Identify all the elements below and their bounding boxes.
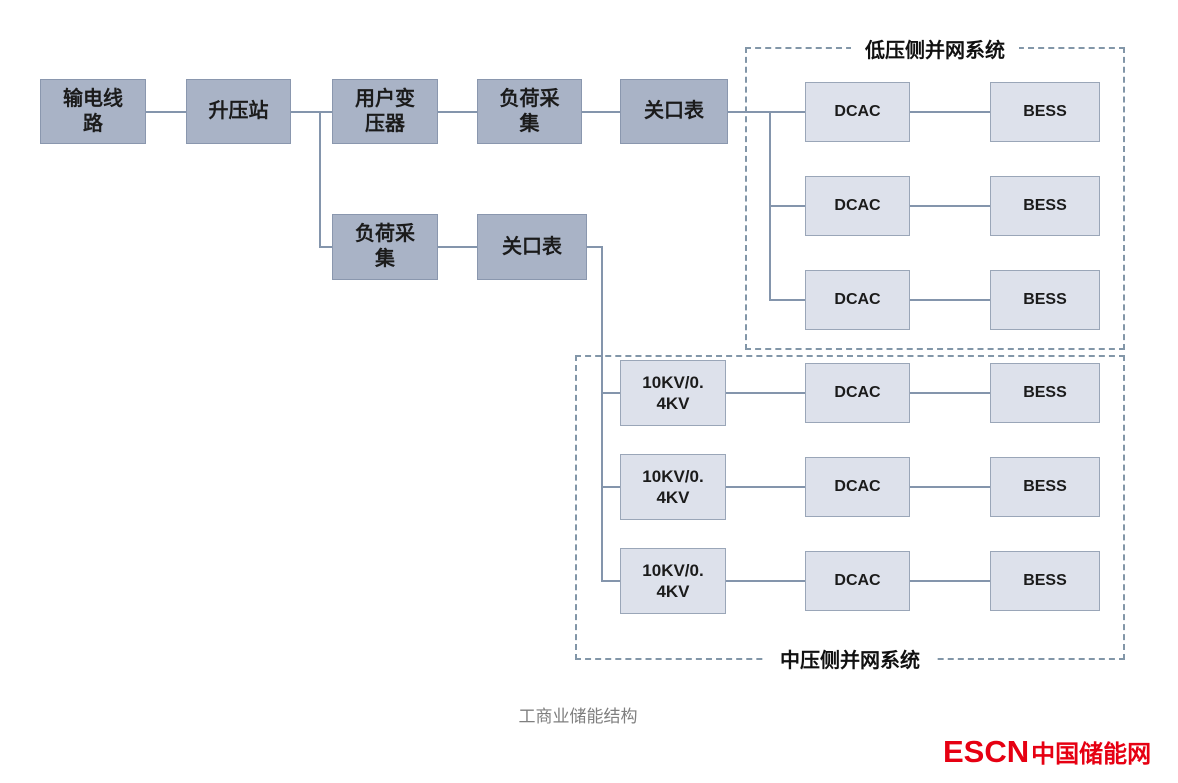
connector-line (726, 392, 805, 394)
node-mv-dcac-3: DCAC (805, 551, 910, 611)
node-mv-bess-2: BESS (990, 457, 1100, 517)
connector-line (582, 111, 620, 113)
connector-line (726, 580, 805, 582)
connector-line (601, 392, 620, 394)
connector-line (601, 580, 620, 582)
node-load-collection-2: 负荷采 集 (332, 214, 438, 280)
node-load-collection-1: 负荷采 集 (477, 79, 582, 144)
escn-logo: ESCN (943, 734, 1030, 769)
connector-line (910, 486, 990, 488)
diagram-caption: 工商业储能结构 (518, 707, 638, 726)
node-mv-transformer-1: 10KV/0. 4KV (620, 360, 726, 426)
node-mv-bess-1: BESS (990, 363, 1100, 423)
connector-line (910, 392, 990, 394)
connector-line (601, 486, 620, 488)
connector-line (601, 246, 603, 582)
connector-line (910, 111, 990, 113)
node-user-transformer: 用户变 压器 (332, 79, 438, 144)
connector-line (438, 111, 477, 113)
node-lv-bess-1: BESS (990, 82, 1100, 142)
mv-system-title: 中压侧并网系统 (766, 644, 934, 673)
node-gateway-meter-1: 关口表 (620, 79, 728, 144)
node-mv-dcac-2: DCAC (805, 457, 910, 517)
site-name-text: 中国储能网 (1031, 741, 1152, 768)
connector-line (146, 111, 186, 113)
connector-line (769, 299, 805, 301)
node-lv-dcac-2: DCAC (805, 176, 910, 236)
connector-line (587, 246, 603, 248)
node-mv-transformer-3: 10KV/0. 4KV (620, 548, 726, 614)
node-gateway-meter-2: 关口表 (477, 214, 587, 280)
node-mv-dcac-1: DCAC (805, 363, 910, 423)
connector-line (726, 486, 805, 488)
node-lv-bess-3: BESS (990, 270, 1100, 330)
connector-line (910, 299, 990, 301)
lv-system-title: 低压侧并网系统 (851, 34, 1019, 63)
lv-system-group: 低压侧并网系统 (745, 34, 1125, 350)
mv-system-group: 中压侧并网系统 (575, 355, 1125, 673)
connector-line (319, 246, 332, 248)
node-transmission-line: 输电线 路 (40, 79, 146, 144)
connector-line (728, 111, 805, 113)
node-stepup-station: 升压站 (186, 79, 291, 144)
node-mv-transformer-2: 10KV/0. 4KV (620, 454, 726, 520)
node-lv-dcac-3: DCAC (805, 270, 910, 330)
connector-line (769, 205, 805, 207)
node-lv-bess-2: BESS (990, 176, 1100, 236)
node-mv-bess-3: BESS (990, 551, 1100, 611)
connector-line (910, 580, 990, 582)
connector-line (438, 246, 477, 248)
connector-line (291, 111, 332, 113)
brand-logo: ESCN 中国储能网 (943, 734, 1151, 770)
connector-line (910, 205, 990, 207)
node-lv-dcac-1: DCAC (805, 82, 910, 142)
connector-line (319, 111, 321, 248)
